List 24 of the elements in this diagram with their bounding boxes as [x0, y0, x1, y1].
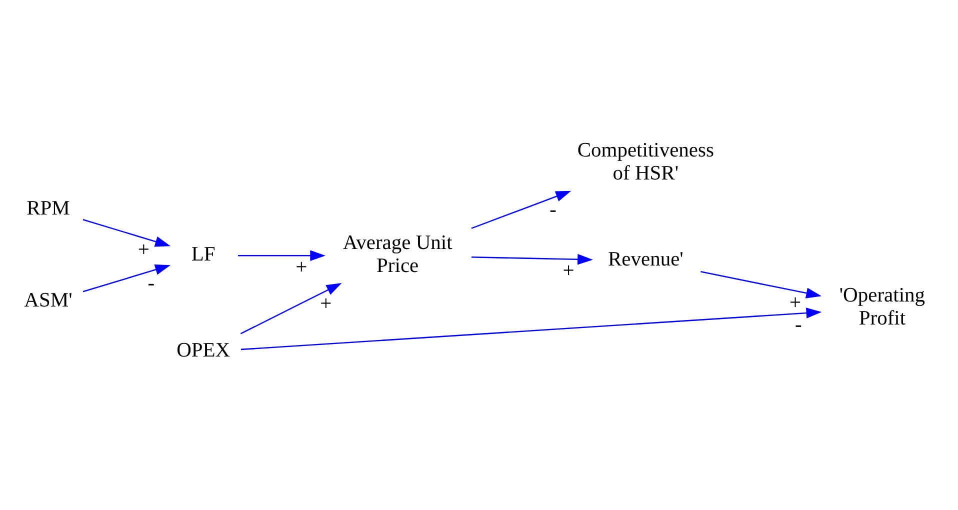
edge-label: - — [550, 199, 556, 222]
arrow — [82, 219, 171, 247]
arrow — [472, 254, 593, 265]
edge-label: - — [148, 272, 155, 294]
arrow — [700, 271, 822, 298]
edge-label: + — [138, 239, 150, 262]
node-text: Competitiveness of HSR' — [577, 140, 714, 185]
edge-label: + — [320, 293, 332, 316]
edge-label: - — [795, 314, 802, 336]
node-text: Revenue' — [608, 248, 684, 271]
arrow — [240, 308, 822, 350]
node-text: Average Unit Price — [342, 232, 452, 278]
arrow — [471, 190, 572, 229]
edge-label: + — [296, 256, 308, 278]
node-text: LF — [191, 244, 216, 266]
node-text: OPEX — [176, 340, 230, 362]
node-text: 'Operating Profit — [839, 284, 926, 330]
arrow — [240, 283, 342, 334]
edge-label: + — [790, 292, 802, 314]
arrow — [238, 250, 326, 262]
node-text: ASM' — [24, 290, 72, 312]
node-text: RPM — [26, 197, 70, 220]
arrow — [82, 264, 171, 292]
edge-label: + — [562, 260, 574, 282]
